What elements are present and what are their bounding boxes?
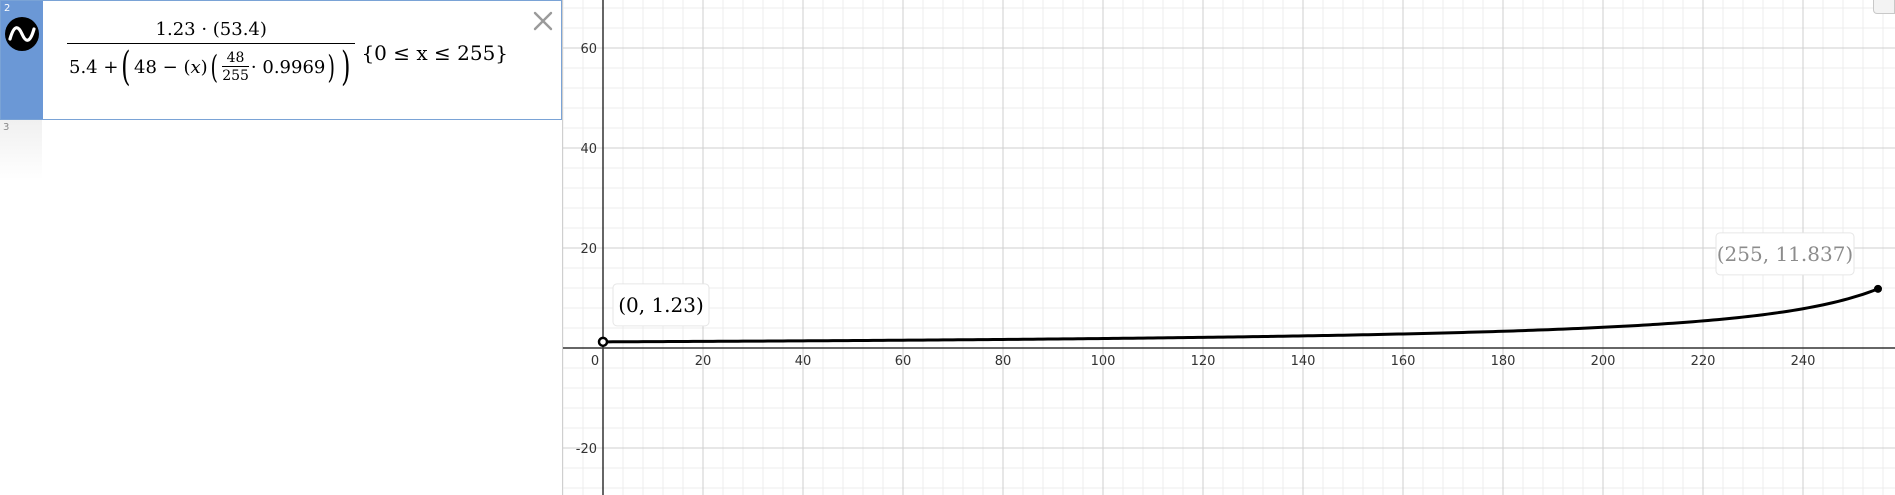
x-tick-label: 40 <box>795 354 812 369</box>
x-tick-label: 160 <box>1391 354 1416 369</box>
paren-open: ( <box>177 56 191 78</box>
x-tick-label: 240 <box>1791 354 1816 369</box>
expression-gutter[interactable]: 2 <box>1 1 43 119</box>
right-paren-inner: ) <box>327 48 336 86</box>
x-tick-label: 140 <box>1291 354 1316 369</box>
right-paren: ) <box>340 44 351 90</box>
x-tick-label: 180 <box>1491 354 1516 369</box>
y-tick-label: -20 <box>576 442 597 457</box>
expression-row-empty[interactable]: 3 <box>0 120 562 180</box>
fraction-denominator: 5.4 + ( 48 − (x) ( 48 255 · 0.9969 ) ) <box>67 43 356 90</box>
expression-row[interactable]: 2 1.23 · (53.4) 5.4 + ( 48 − (x) ( <box>0 0 562 120</box>
expression-formula[interactable]: 1.23 · (53.4) 5.4 + ( 48 − (x) ( 48 255 … <box>67 19 508 87</box>
endpoint-marker <box>1874 284 1882 293</box>
denominator-lead: 5.4 + <box>69 56 119 78</box>
point-label-box <box>1715 232 1855 276</box>
settings-tab[interactable] <box>1873 0 1895 14</box>
close-icon[interactable] <box>531 9 555 33</box>
main-fraction: 1.23 · (53.4) 5.4 + ( 48 − (x) ( 48 255 … <box>67 19 356 90</box>
expression-list: 2 1.23 · (53.4) 5.4 + ( 48 − (x) ( <box>0 0 563 495</box>
expression-gutter[interactable]: 3 <box>0 120 42 180</box>
paren-close: ) <box>200 56 208 78</box>
y-tick-label: 20 <box>580 242 597 257</box>
point-label: (0, 1.23) <box>618 293 704 317</box>
curve-icon[interactable] <box>5 17 39 51</box>
x-tick-label: 120 <box>1191 354 1216 369</box>
function-curve <box>602 287 1879 344</box>
left-paren-inner: ( <box>210 48 218 86</box>
inner-lead: 48 − <box>134 56 178 78</box>
expression-index: 3 <box>3 122 10 133</box>
point-label-box <box>612 283 710 327</box>
domain-restriction: {0 ≤ x ≤ 255} <box>361 41 509 65</box>
expression-index: 2 <box>4 3 11 14</box>
graph-paper[interactable]: 0204060801001201401601802002202402604020… <box>563 0 1895 495</box>
point-label: (255, 11.837) <box>1717 242 1853 266</box>
small-fraction-numerator: 48 <box>226 50 245 66</box>
x-tick-label: 60 <box>895 354 912 369</box>
endpoint-marker <box>597 336 609 348</box>
x-tick-label: 0 <box>591 354 599 369</box>
x-tick-label: 20 <box>695 354 712 369</box>
small-fraction: 48 255 <box>222 50 249 84</box>
x-tick-label: 80 <box>995 354 1012 369</box>
x-tick-label: 100 <box>1091 354 1116 369</box>
variable-x: x <box>190 56 201 78</box>
y-tick-label: 40 <box>580 142 597 157</box>
graph-canvas[interactable]: 0204060801001201401601802002202402604020… <box>563 0 1895 495</box>
x-tick-label: 200 <box>1591 354 1616 369</box>
x-tick-label: 220 <box>1691 354 1716 369</box>
left-paren: ( <box>121 44 131 90</box>
multiplier: · 0.9969 <box>250 56 326 78</box>
y-tick-label: 60 <box>580 42 597 57</box>
small-fraction-denominator: 255 <box>222 66 249 84</box>
fraction-numerator: 1.23 · (53.4) <box>155 19 267 40</box>
